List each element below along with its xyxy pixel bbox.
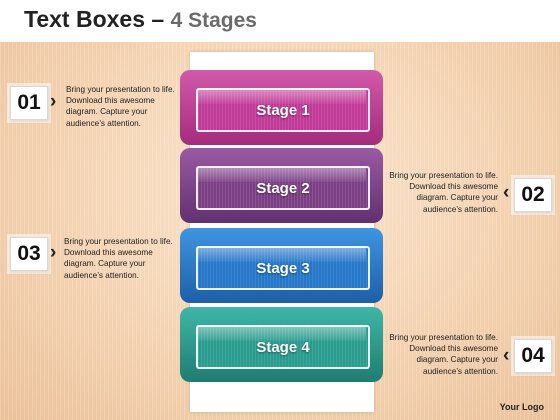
stage-3-description: Bring your presentation to life. Downloa…	[64, 237, 173, 280]
stage-2-number: 02	[514, 178, 552, 212]
stage-1-label: Stage 1	[256, 101, 310, 119]
chevron-right-icon: ›	[50, 242, 57, 263]
stage-3-panel	[196, 246, 370, 290]
stage-3-label: Stage 3	[256, 259, 310, 277]
stage-4-shine	[196, 325, 366, 341]
stage-3-shine	[196, 246, 366, 262]
chevron-right-icon: ›	[50, 91, 57, 112]
chevron-left-icon: ‹	[503, 345, 510, 366]
header-band	[0, 0, 560, 42]
stage-4-description: Bring your presentation to life. Downloa…	[389, 333, 498, 376]
stage-2-panel	[196, 166, 370, 210]
stage-1-number: 01	[10, 86, 48, 120]
stage-3-tab: Stage 3	[180, 228, 383, 303]
stage-2-description: Bring your presentation to life. Downloa…	[389, 171, 498, 214]
stage-1-panel	[196, 88, 370, 132]
chevron-left-icon: ‹	[503, 182, 510, 203]
footer-logo: Your Logo	[499, 402, 544, 412]
stage-2-label: Stage 2	[256, 179, 310, 197]
stage-3-number: 03	[10, 237, 48, 271]
stage-1-description: Bring your presentation to life. Downloa…	[66, 85, 175, 128]
stage-4-panel	[196, 325, 370, 369]
title-sub: 4 Stages	[170, 9, 257, 32]
stage-2-tab: Stage 2	[180, 148, 383, 223]
stage-4-label: Stage 4	[256, 338, 310, 356]
stage-1-tab: Stage 1	[180, 70, 383, 145]
title-main: Text Boxes –	[24, 6, 165, 32]
stage-1-shine	[196, 88, 366, 104]
stage-4-tab: Stage 4	[180, 307, 383, 382]
stage-2-shine	[196, 166, 366, 182]
stage-4-number: 04	[514, 339, 552, 373]
page-title: Text Boxes – 4 Stages	[24, 6, 257, 33]
